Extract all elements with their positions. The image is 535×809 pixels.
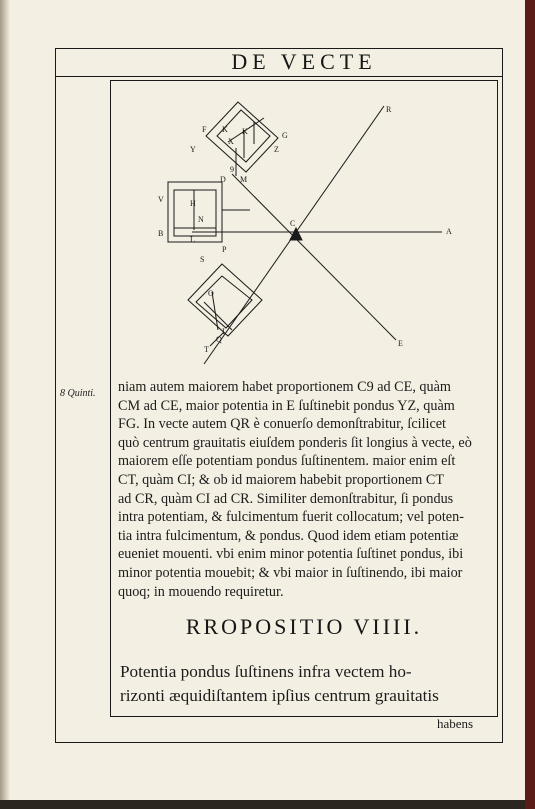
label-r: R (386, 105, 392, 114)
catchword: habens (437, 716, 474, 731)
book-page: DE VECTE 8 Quinti. (0, 0, 530, 800)
label-k2: K (242, 127, 248, 136)
body-line: intra potentiam, & fulcimentum fuerit co… (118, 509, 464, 526)
label-t: T (204, 345, 209, 354)
label-f: F (202, 125, 207, 134)
body-line: CM ad CE, maior potentia in E ſuſtinebit… (118, 397, 455, 414)
proposition-text: Potentia pondus ſuſtinens infra vectem h… (120, 660, 494, 708)
lever-figure: R A E C F K X K G Y Z 9 M D V H N B L P … (158, 101, 452, 365)
label-nine: 9 (230, 165, 234, 174)
label-n: N (198, 215, 204, 224)
label-e: E (398, 339, 403, 348)
label-h: H (190, 199, 196, 208)
label-p: P (222, 245, 227, 254)
label-v: V (158, 195, 164, 204)
label-y: Y (190, 145, 196, 154)
margin-note: 8 Quinti. (60, 388, 96, 399)
label-z: Z (274, 145, 279, 154)
body-line: CT, quàm CI; & ob id maiorem habebit pro… (118, 471, 444, 488)
label-q: Q (216, 335, 222, 344)
body-line: eueniet mouenti. vbi enim minor potentia… (118, 546, 464, 563)
label-c: C (290, 219, 295, 228)
inner-frame (110, 80, 498, 717)
label-m: M (240, 175, 247, 184)
body-line: minor potentia mouebit; & vbi maior in ſ… (118, 564, 463, 581)
body-line: niam autem maiorem habet proportionem C9… (118, 379, 451, 395)
running-title: DE VECTE (231, 49, 377, 74)
label-x: X (228, 137, 234, 146)
label-o: O (208, 289, 214, 298)
body-line: tia intra fulcimentum, & pondus. Quod id… (118, 527, 459, 544)
label-a: A (446, 227, 452, 236)
label-d: D (220, 175, 226, 184)
body-text: niam autem maiorem habet proportionem C9… (118, 378, 494, 601)
body-line: quò centrum grauitatis eiuſdem ponderis … (118, 434, 472, 451)
body-line: ad CR, quàm CI ad CR. Similiter demonſtr… (118, 490, 454, 507)
body-line: FG. In vecte autem QR è conuerſo demonſt… (118, 416, 447, 433)
lever-line-me (231, 173, 397, 341)
middle-weight-box (167, 181, 223, 243)
lower-weight-box (187, 263, 263, 337)
body-line: quoq; in mouendo requiretur. (118, 583, 284, 600)
fulcrum-triangle (289, 226, 303, 241)
label-g: G (282, 131, 288, 140)
book-edge (525, 0, 535, 809)
label-i: I (222, 327, 225, 336)
gutter-shadow (0, 0, 10, 800)
upper-weight-inner-box (216, 109, 271, 163)
label-s: S (200, 255, 204, 264)
proposition-title: RROPOSITIO VIIII. (185, 614, 423, 639)
proposition-line: rizonti æquidiſtantem ipſius centrum gra… (120, 686, 439, 705)
label-b: B (158, 229, 163, 238)
header-rule (55, 76, 503, 77)
body-line: maiorem eſſe potentiam pondus ſuſtinente… (118, 453, 456, 470)
middle-weight-inner-box (173, 189, 217, 237)
proposition-line: Potentia pondus ſuſtinens infra vectem h… (120, 662, 412, 681)
lower-weight-inner-box (195, 275, 253, 329)
upper-weight-box (205, 101, 279, 173)
label-k1: K (222, 125, 228, 134)
outer-frame (55, 48, 503, 743)
label-l: L (190, 235, 195, 244)
